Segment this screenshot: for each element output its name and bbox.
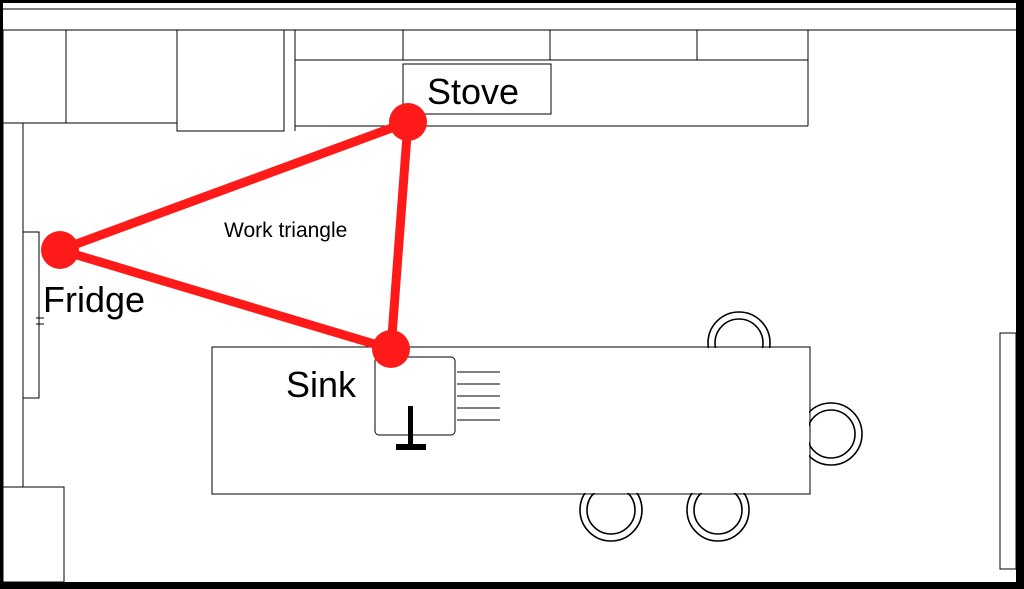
island-top [213,348,809,493]
triangle-edge-sink-fridge [55,245,396,354]
stove-unit [402,63,552,115]
stove-label: Stove [427,71,519,112]
fridge-point [41,231,79,269]
left-wall [2,122,65,583]
work-triangle [41,103,427,368]
sink-basin-overlay [374,356,500,450]
kitchen-island [211,346,811,495]
right-wall [999,332,1017,570]
work-triangle-label: Work triangle [224,219,347,242]
sink-label: Sink [286,364,357,405]
triangle-edge-stove-sink [386,117,413,354]
stove-point [389,103,427,141]
sink-point [372,330,410,368]
triangle-edge-fridge-stove [55,117,413,255]
upper-cabinets [2,29,809,132]
fridge-label: Fridge [43,279,145,320]
